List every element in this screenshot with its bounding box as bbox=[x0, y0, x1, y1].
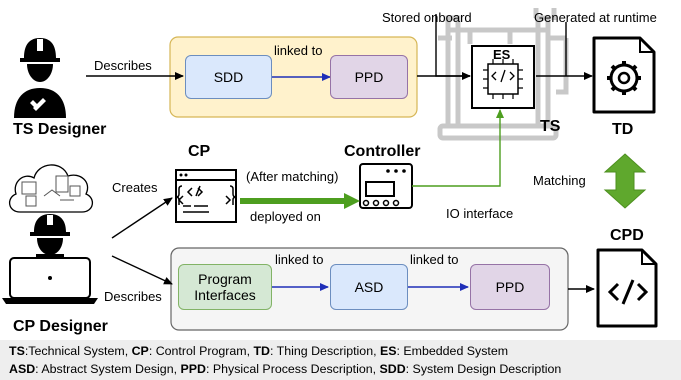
creates-label: Creates bbox=[112, 180, 158, 195]
factory-icons bbox=[21, 175, 81, 207]
legend: TS:Technical System, CP: Control Program… bbox=[0, 340, 681, 380]
cp-designer-label: CP Designer bbox=[13, 318, 108, 335]
td-label: TD bbox=[612, 121, 634, 138]
legend-abbr: SDD bbox=[379, 362, 406, 376]
program-interfaces-box: Program Interfaces bbox=[178, 264, 272, 310]
legend-text: :Technical System, bbox=[24, 344, 132, 358]
describes-label-bottom: Describes bbox=[104, 289, 162, 304]
es-label: ES bbox=[493, 47, 511, 62]
matching-label: Matching bbox=[533, 173, 586, 188]
legend-abbr: TD bbox=[253, 344, 271, 358]
cpd-document-icon bbox=[596, 248, 658, 328]
deployed-on-label: deployed on bbox=[250, 209, 321, 224]
cpd-label: CPD bbox=[610, 227, 644, 244]
td-document-icon bbox=[592, 36, 656, 114]
connectors bbox=[86, 14, 595, 293]
embedded-system-chip-icon bbox=[471, 45, 535, 109]
linked-to-label-bottom-2: linked to bbox=[410, 252, 459, 267]
describes-label-top: Describes bbox=[94, 58, 152, 73]
cp-label: CP bbox=[188, 143, 211, 160]
ppd-box-top: PPD bbox=[330, 55, 408, 99]
legend-abbr: ASD bbox=[9, 362, 36, 376]
legend-text: : Thing Description, bbox=[270, 344, 380, 358]
legend-text: : Physical Process Description, bbox=[205, 362, 380, 376]
deployed-on-arrowhead bbox=[344, 193, 360, 209]
legend-text: : System Design Description bbox=[405, 362, 562, 376]
laptop-icon bbox=[2, 257, 98, 304]
controller-device-icon bbox=[359, 163, 413, 209]
linked-to-label-top: linked to bbox=[274, 43, 323, 58]
io-interface-label: IO interface bbox=[446, 206, 514, 221]
legend-text: : Control Program, bbox=[148, 344, 254, 358]
ts-label: TS bbox=[540, 118, 561, 135]
asd-box: ASD bbox=[330, 264, 408, 310]
matching-double-arrow bbox=[603, 153, 647, 209]
after-matching-label: (After matching) bbox=[246, 169, 339, 184]
controller-label: Controller bbox=[344, 143, 421, 160]
linked-to-label-bottom-1: linked to bbox=[275, 252, 324, 267]
legend-line-2: ASD: Abstract System Design, PPD: Physic… bbox=[9, 360, 681, 378]
legend-line-1: TS:Technical System, CP: Control Program… bbox=[9, 342, 681, 360]
ts-designer-worker-icon bbox=[14, 38, 66, 118]
legend-text: : Embedded System bbox=[396, 344, 509, 358]
legend-abbr: CP bbox=[131, 344, 149, 358]
stored-onboard-label: Stored onboard bbox=[382, 10, 472, 25]
legend-abbr: TS bbox=[9, 344, 25, 358]
legend-abbr: ES bbox=[379, 344, 397, 358]
legend-abbr: PPD bbox=[180, 362, 206, 376]
cp-designer-worker-icon bbox=[30, 214, 70, 262]
generated-at-runtime-label: Generated at runtime bbox=[534, 10, 657, 25]
legend-text: : Abstract System Design, bbox=[35, 362, 181, 376]
sdd-box: SDD bbox=[185, 55, 272, 99]
ppd-box-bottom: PPD bbox=[470, 264, 550, 310]
cp-code-window-icon bbox=[175, 169, 237, 223]
ts-designer-label: TS Designer bbox=[13, 121, 107, 138]
